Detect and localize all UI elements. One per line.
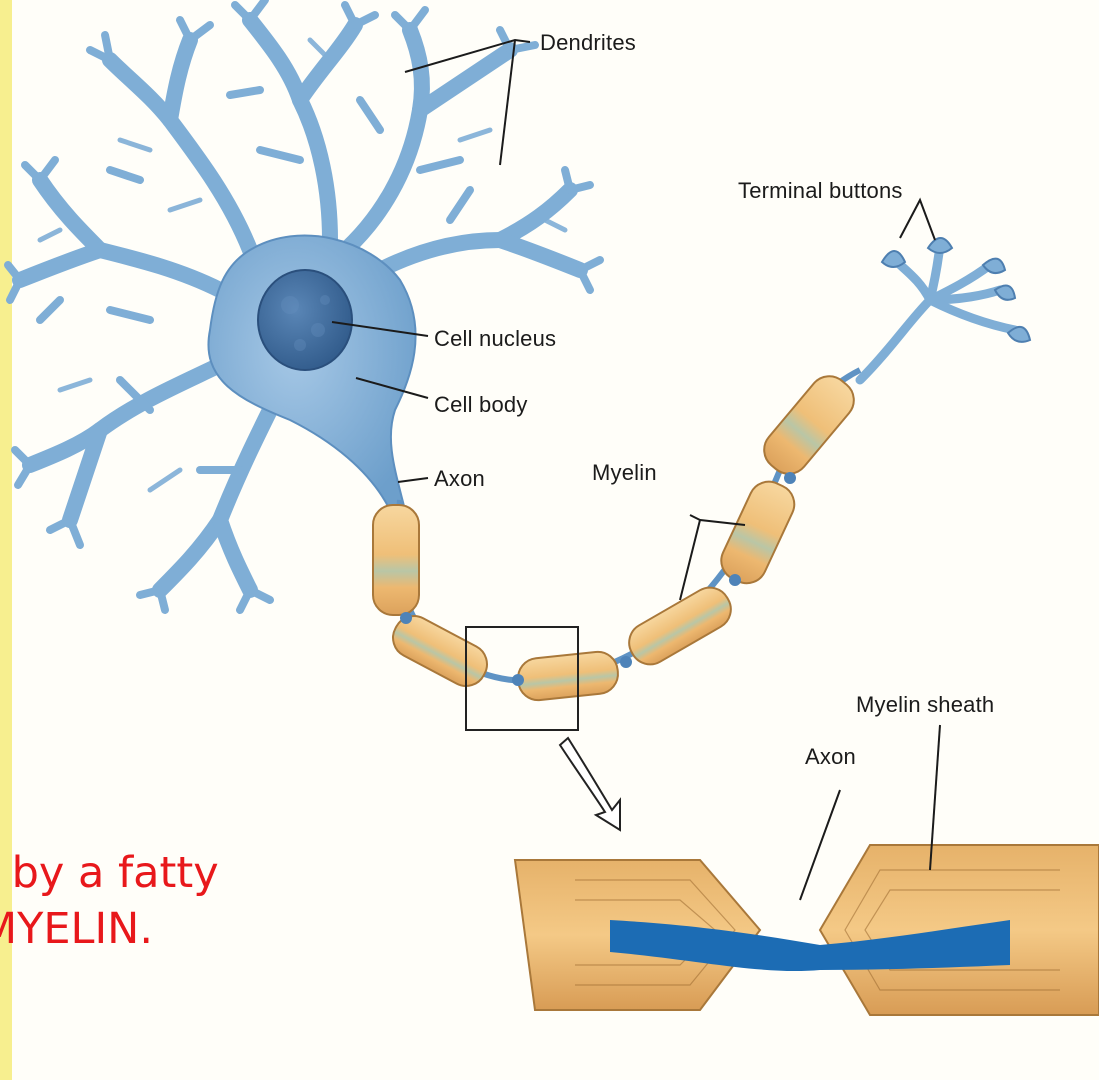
detail-inset bbox=[515, 845, 1099, 1015]
caption-line-2: MYELIN. bbox=[0, 908, 153, 951]
label-axon-detail: Axon bbox=[805, 744, 856, 770]
label-myelin-sheath: Myelin sheath bbox=[856, 692, 994, 718]
myelin-segments bbox=[373, 368, 862, 702]
cell-nucleus bbox=[258, 270, 352, 370]
label-terminal-buttons: Terminal buttons bbox=[738, 178, 903, 204]
label-myelin: Myelin bbox=[592, 460, 657, 486]
label-axon: Axon bbox=[434, 466, 485, 492]
label-dendrites: Dendrites bbox=[540, 30, 636, 56]
label-cell-body: Cell body bbox=[434, 392, 528, 418]
caption-line-1: l by a fatty bbox=[0, 852, 219, 895]
zoom-arrow bbox=[560, 738, 620, 830]
label-cell-nucleus: Cell nucleus bbox=[434, 326, 556, 352]
